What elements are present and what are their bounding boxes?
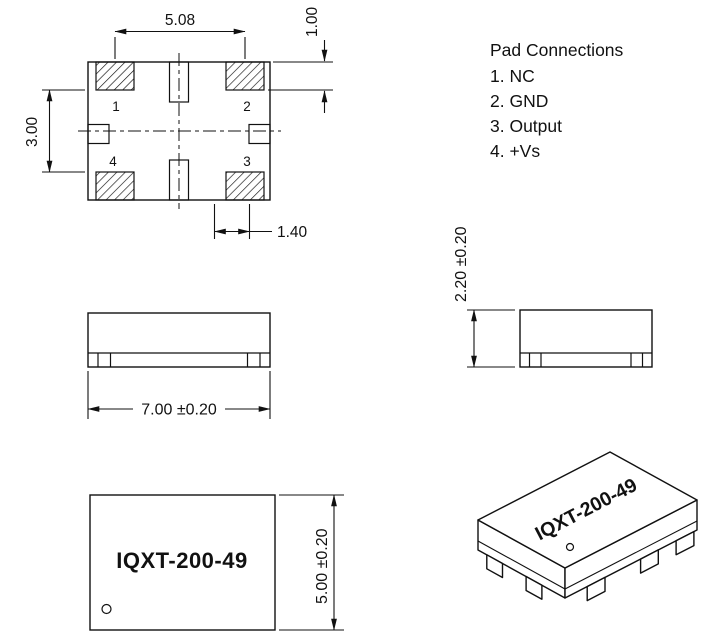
castellation-foot	[639, 549, 659, 574]
castellation-foot	[675, 530, 695, 556]
pad-connection-item-2: 2. GND	[490, 91, 548, 111]
isometric-view: IQXT-200-49	[477, 451, 698, 602]
pin1-marker-dot	[101, 603, 112, 615]
end-view-outline	[519, 309, 653, 368]
pad-1	[95, 61, 135, 91]
pad-2	[225, 61, 265, 91]
dimension-pad-pitch: 5.08	[114, 12, 246, 59]
side-view: 7.00 ±0.20	[87, 312, 271, 419]
dimension-length: 7.00 ±0.20	[87, 371, 271, 419]
pad-number-4: 4	[109, 154, 117, 169]
right-castellation	[248, 123, 271, 145]
dimension-pad-height: 1.00	[268, 6, 333, 113]
front-view: IQXT-200-49 5.00 ±0.20	[89, 494, 344, 631]
top-view: 1 2 3 4 5.08 1.00 3.00	[24, 6, 333, 241]
pad-number-3: 3	[243, 154, 251, 169]
dim-pad-width-label: 1.40	[277, 224, 308, 241]
dimension-width: 5.00 ±0.20	[279, 494, 344, 631]
dim-pad-pitch-label: 5.08	[165, 12, 195, 29]
left-castellation	[87, 123, 110, 145]
castellation-foot	[486, 554, 504, 579]
dim-width-label: 5.00 ±0.20	[314, 528, 331, 604]
pad-4	[95, 171, 135, 201]
pad-number-2: 2	[243, 99, 251, 114]
pad-connections: Pad Connections 1. NC 2. GND 3. Output 4…	[490, 40, 624, 161]
dim-height-label: 2.20 ±0.20	[453, 226, 470, 302]
part-number-label: IQXT-200-49	[116, 548, 247, 573]
dim-pad-height-label: 1.00	[304, 6, 321, 37]
dimension-height: 2.20 ±0.20	[453, 226, 515, 368]
iso-pin1-marker-dot	[565, 542, 575, 552]
dimension-pad-width: 1.40	[213, 204, 308, 241]
pad-connection-item-1: 1. NC	[490, 66, 535, 86]
iso-seam-line	[477, 540, 566, 590]
iso-seam-line	[564, 520, 698, 590]
castellation-foot	[586, 576, 606, 602]
iso-top-face	[477, 451, 698, 569]
pad-connection-item-3: 3. Output	[490, 116, 562, 136]
front-view-outline	[89, 494, 276, 631]
dimension-pad-gap: 3.00	[24, 89, 85, 173]
pad-3	[225, 171, 265, 201]
pad-number-1: 1	[112, 99, 120, 114]
castellation-foot	[525, 575, 543, 600]
side-view-outline	[87, 312, 271, 368]
pad-connection-item-4: 4. +Vs	[490, 141, 540, 161]
pad-connections-title: Pad Connections	[490, 40, 624, 60]
dim-pad-gap-label: 3.00	[24, 116, 41, 147]
dim-length-label: 7.00 ±0.20	[141, 402, 217, 419]
end-view: 2.20 ±0.20	[453, 226, 653, 368]
